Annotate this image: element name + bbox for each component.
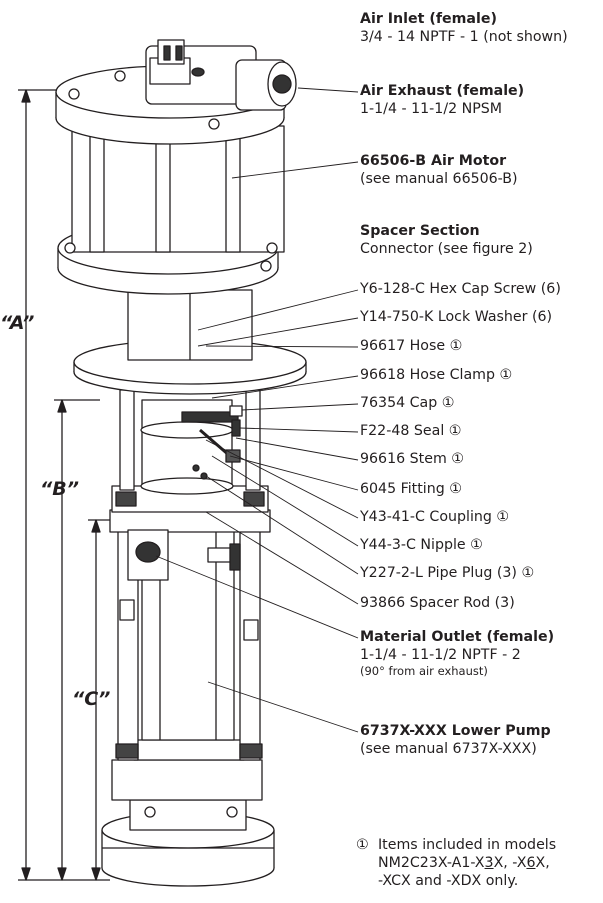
lower-pump-spec: (see manual 6737X-XXX)	[360, 741, 537, 757]
air-exhaust-spec: 1-1/4 - 11-1/2 NPSM	[360, 101, 503, 117]
dimension-c-label: “C”	[72, 688, 111, 710]
footnote-text-2b: 3	[484, 855, 494, 871]
air-inlet-label: Air Inlet (female) 3/4 - 14 NPTF - 1 (no…	[360, 10, 568, 46]
pump-base	[101, 739, 275, 887]
part-stem: 96616 Stem ①	[360, 451, 464, 467]
dimension-b-label: “B”	[40, 478, 79, 500]
footnote-symbol: ①	[356, 837, 369, 853]
lower-pump-title: 6737X-XXX Lower Pump	[360, 723, 551, 739]
air-inlet-spec: 3/4 - 14 NPTF - 1 (not shown)	[360, 29, 568, 45]
part-hose: 96617 Hose ①	[360, 338, 463, 354]
air-motor-title: 66506-B Air Motor	[360, 153, 507, 169]
spacer-section	[111, 389, 269, 513]
air-inlet-title: Air Inlet (female)	[360, 11, 497, 27]
footnote-text-2e: X,	[535, 855, 550, 871]
part-pipe-plug: Y227-2-L Pipe Plug (3) ①	[360, 565, 535, 581]
leader-lines	[155, 87, 359, 733]
part-coupling: Y43-41-C Coupling ①	[360, 509, 510, 525]
valve-block	[145, 39, 297, 111]
material-outlet-label: Material Outlet (female) 1-1/4 - 11-1/2 …	[360, 628, 554, 679]
part-hex-cap-screw: Y6-128-C Hex Cap Screw (6)	[360, 281, 561, 297]
dimension-b-line	[54, 399, 100, 881]
footnote-text-1: Items included in models	[378, 837, 557, 853]
footnote-text-2c: X, -X	[493, 855, 527, 871]
material-outlet-title: Material Outlet (female)	[360, 629, 555, 645]
lower-pump-body	[109, 509, 271, 761]
footnote-text-2a: NM2C23X-A1-X	[378, 855, 485, 871]
air-exhaust-title: Air Exhaust (female)	[360, 83, 525, 99]
air-exhaust-label: Air Exhaust (female) 1-1/4 - 11-1/2 NPSM	[360, 82, 524, 118]
material-outlet-spec: 1-1/4 - 11-1/2 NPTF - 2	[360, 647, 521, 663]
spacer-section-title: Spacer Section	[360, 223, 480, 239]
dimension-a-label: “A”	[0, 312, 35, 334]
part-seal: F22-48 Seal ①	[360, 423, 462, 439]
dimension-a-line	[18, 89, 110, 881]
part-lock-washer: Y14-750-K Lock Washer (6)	[360, 309, 553, 325]
material-outlet-sub: (90° from air exhaust)	[360, 664, 488, 678]
part-hose-clamp: 96618 Hose Clamp ①	[360, 367, 513, 383]
footnote-line-2: NM2C23X-A1-X3X, -X6X,	[356, 854, 556, 872]
footnote-line-1: ① Items included in models	[356, 836, 556, 854]
spacer-section-spec: Connector (see figure 2)	[360, 241, 533, 257]
spacer-section-label: Spacer Section Connector (see figure 2)	[360, 222, 533, 258]
part-fitting: 6045 Fitting ①	[360, 481, 462, 497]
air-motor-spec: (see manual 66506-B)	[360, 171, 518, 187]
air-motor-label: 66506-B Air Motor (see manual 66506-B)	[360, 152, 518, 188]
lower-pump-label: 6737X-XXX Lower Pump (see manual 6737X-X…	[360, 722, 551, 758]
footnote-line-3: -XCX and -XDX only.	[378, 873, 519, 889]
part-nipple: Y44-3-C Nipple ①	[360, 537, 483, 553]
connector-column	[127, 289, 253, 361]
footnote-text-2d: 6	[526, 855, 536, 871]
dimension-c-line	[88, 519, 130, 881]
part-spacer-rod: 93866 Spacer Rod (3)	[360, 595, 515, 611]
part-cap: 76354 Cap ①	[360, 395, 455, 411]
